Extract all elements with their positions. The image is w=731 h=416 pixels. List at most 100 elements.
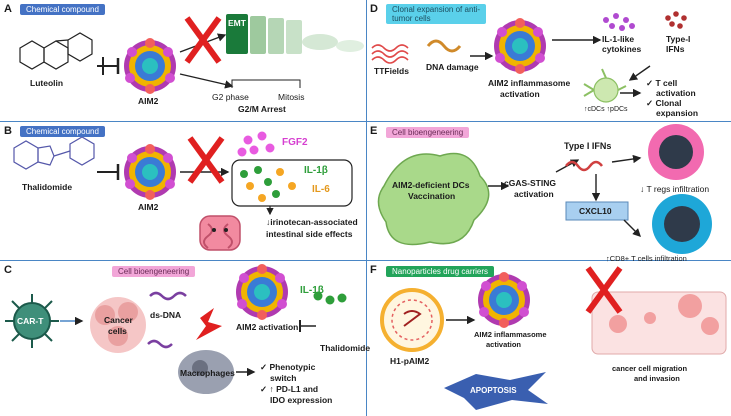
dsdna-label: ds-DNA — [150, 310, 182, 320]
result-2: activation — [656, 88, 696, 98]
il1-like-label-2: cytokines — [602, 44, 642, 54]
mitosis-label: Mitosis — [278, 92, 305, 102]
emt-label: EMT — [228, 18, 246, 28]
ttfields-label: TTFields — [374, 66, 409, 76]
apoptosis-label: APOPTOSIS — [470, 386, 517, 395]
cart-label: CAR-T — [17, 316, 44, 326]
panel-e-graphics — [377, 124, 712, 254]
migration-label-2: and invasion — [634, 374, 680, 383]
il1-like-dots — [603, 13, 635, 31]
thalidomide-structure — [13, 136, 95, 170]
aim2-icon-f — [478, 272, 530, 328]
panel-b-letter: B — [4, 125, 12, 137]
panel-b-graphics — [13, 131, 353, 251]
aim2-icon-c — [236, 264, 288, 320]
type-i-ifn-label-2: IFNs — [666, 44, 685, 54]
inflammasome-label-d-1: AIM2 inflammasome — [488, 78, 571, 88]
result-1: ✓ T cell — [646, 78, 678, 88]
cxcl10-box — [565, 201, 629, 221]
panel-a-tag: Chemical compound — [20, 4, 105, 15]
outcome-3: ✓ ↑ PD-L1 and — [260, 384, 319, 394]
cdc-label: ↑cDCs ↑pDCs — [584, 106, 628, 113]
ttfields-waves — [371, 44, 409, 64]
panel-a-graphics — [19, 14, 364, 94]
inflammasome-label-f-1: AIM2 inflammasome — [474, 330, 547, 339]
il6-label: IL-6 — [312, 184, 330, 195]
aim2-deficient-dc — [377, 152, 490, 246]
panel-d-tag-line-2: tumor cells — [392, 14, 431, 23]
type-i-ifns-label: Type I IFNs — [564, 141, 612, 151]
panel-d-tag-line-1: Clonal expansion of anti- — [392, 5, 481, 14]
intestine-icon — [199, 215, 241, 251]
panel-f-tag: Nanoparticles drug carriers — [386, 266, 495, 277]
cgas-label-1: cGAS-STING — [504, 178, 556, 188]
lightning-icon — [196, 308, 222, 340]
type-i-ifn-dots — [665, 11, 687, 29]
dna-damage-icon — [426, 39, 462, 53]
inflammasome-label-d-2: activation — [500, 89, 540, 99]
panel-c-letter: C — [4, 264, 12, 276]
cancer-label-2: cells — [108, 326, 127, 336]
thalidomide-label: Thalidomide — [22, 182, 73, 192]
cd8-label: ↑CD8+ T cells infiltration — [606, 254, 687, 263]
block-cross-b — [190, 138, 222, 182]
block-cross-a — [187, 18, 219, 62]
aim2-activation-label: AIM2 activation — [236, 322, 299, 332]
cancer-label-1: Cancer — [104, 315, 133, 325]
dna-icon-e — [565, 160, 603, 172]
dna-damage-label: DNA damage — [426, 62, 479, 72]
panel-d-letter: D — [370, 3, 378, 15]
aim2-label-b: AIM2 — [138, 202, 159, 212]
row-divider-2 — [0, 260, 731, 261]
panel-f-letter: F — [370, 264, 377, 276]
result-4: expansion — [656, 108, 699, 118]
aim2-icon-d — [494, 18, 546, 74]
row-divider-1 — [0, 121, 731, 122]
panel-c-tag: Cell bioengeneering — [112, 266, 196, 277]
cgas-label-2: activation — [514, 189, 554, 199]
aim2-icon-a — [124, 38, 176, 94]
treg-label: ↓ T regs infiltration — [640, 184, 710, 194]
inflammasome-label-f-2: activation — [486, 340, 522, 349]
panel-e-tag: Cell bioengeneering — [386, 127, 470, 138]
apoptosis-burst — [444, 372, 548, 410]
outcome-1: ✓ Phenotypic — [260, 362, 316, 372]
aim2-label-a: AIM2 — [138, 96, 159, 106]
panel-b-tag: Chemical compound — [20, 126, 105, 137]
luteolin-structure — [19, 32, 93, 70]
vertical-divider — [366, 0, 367, 416]
type-i-ifn-label-1: Type-I — [666, 34, 691, 44]
panel-d-graphics — [371, 11, 687, 103]
thalidomide-label-c: Thalidomide — [320, 343, 371, 353]
arrest-label: G2/M Arrest — [238, 104, 286, 114]
outcome-4: IDO expression — [270, 395, 333, 405]
panel-a-letter: A — [4, 3, 12, 15]
g2-label: G2 phase — [212, 92, 249, 102]
fgf2-label: FGF2 — [282, 137, 308, 148]
dc-label-2: Vaccination — [408, 191, 456, 201]
il-dots — [240, 166, 296, 202]
macrophages-label: Macrophages — [180, 368, 235, 378]
aim2-icon-b — [124, 144, 176, 200]
panel-d-tag: Clonal expansion of anti- tumor cells — [386, 4, 487, 24]
dendritic-cell-d — [583, 68, 627, 103]
luteolin-label: Luteolin — [30, 78, 64, 88]
effect-line-1: ↓irinotecan-associated — [266, 217, 358, 227]
result-3: ✓ Clonal — [646, 98, 682, 108]
effect-line-2: intestinal side effects — [266, 229, 353, 239]
il1b-label-b: IL-1β — [304, 165, 328, 176]
migration-label-1: cancer cell migration — [612, 364, 688, 373]
il1b-dots-c — [313, 291, 347, 305]
panel-e-letter: E — [370, 125, 378, 137]
emt-cell — [226, 14, 248, 54]
cxcl10-label: CXCL10 — [579, 206, 612, 216]
dc-label-1: AIM2-deficient DCs — [392, 180, 470, 190]
outcome-2: switch — [270, 373, 297, 383]
panel-c-graphics — [5, 264, 347, 394]
dsdna-strand — [149, 291, 187, 301]
il1-like-label-1: IL-1-like — [602, 34, 635, 44]
il1b-label-c: IL-1β — [300, 285, 324, 296]
fgf2-dots — [237, 131, 275, 157]
nanoparticle-label: H1-pAIM2 — [390, 356, 430, 366]
